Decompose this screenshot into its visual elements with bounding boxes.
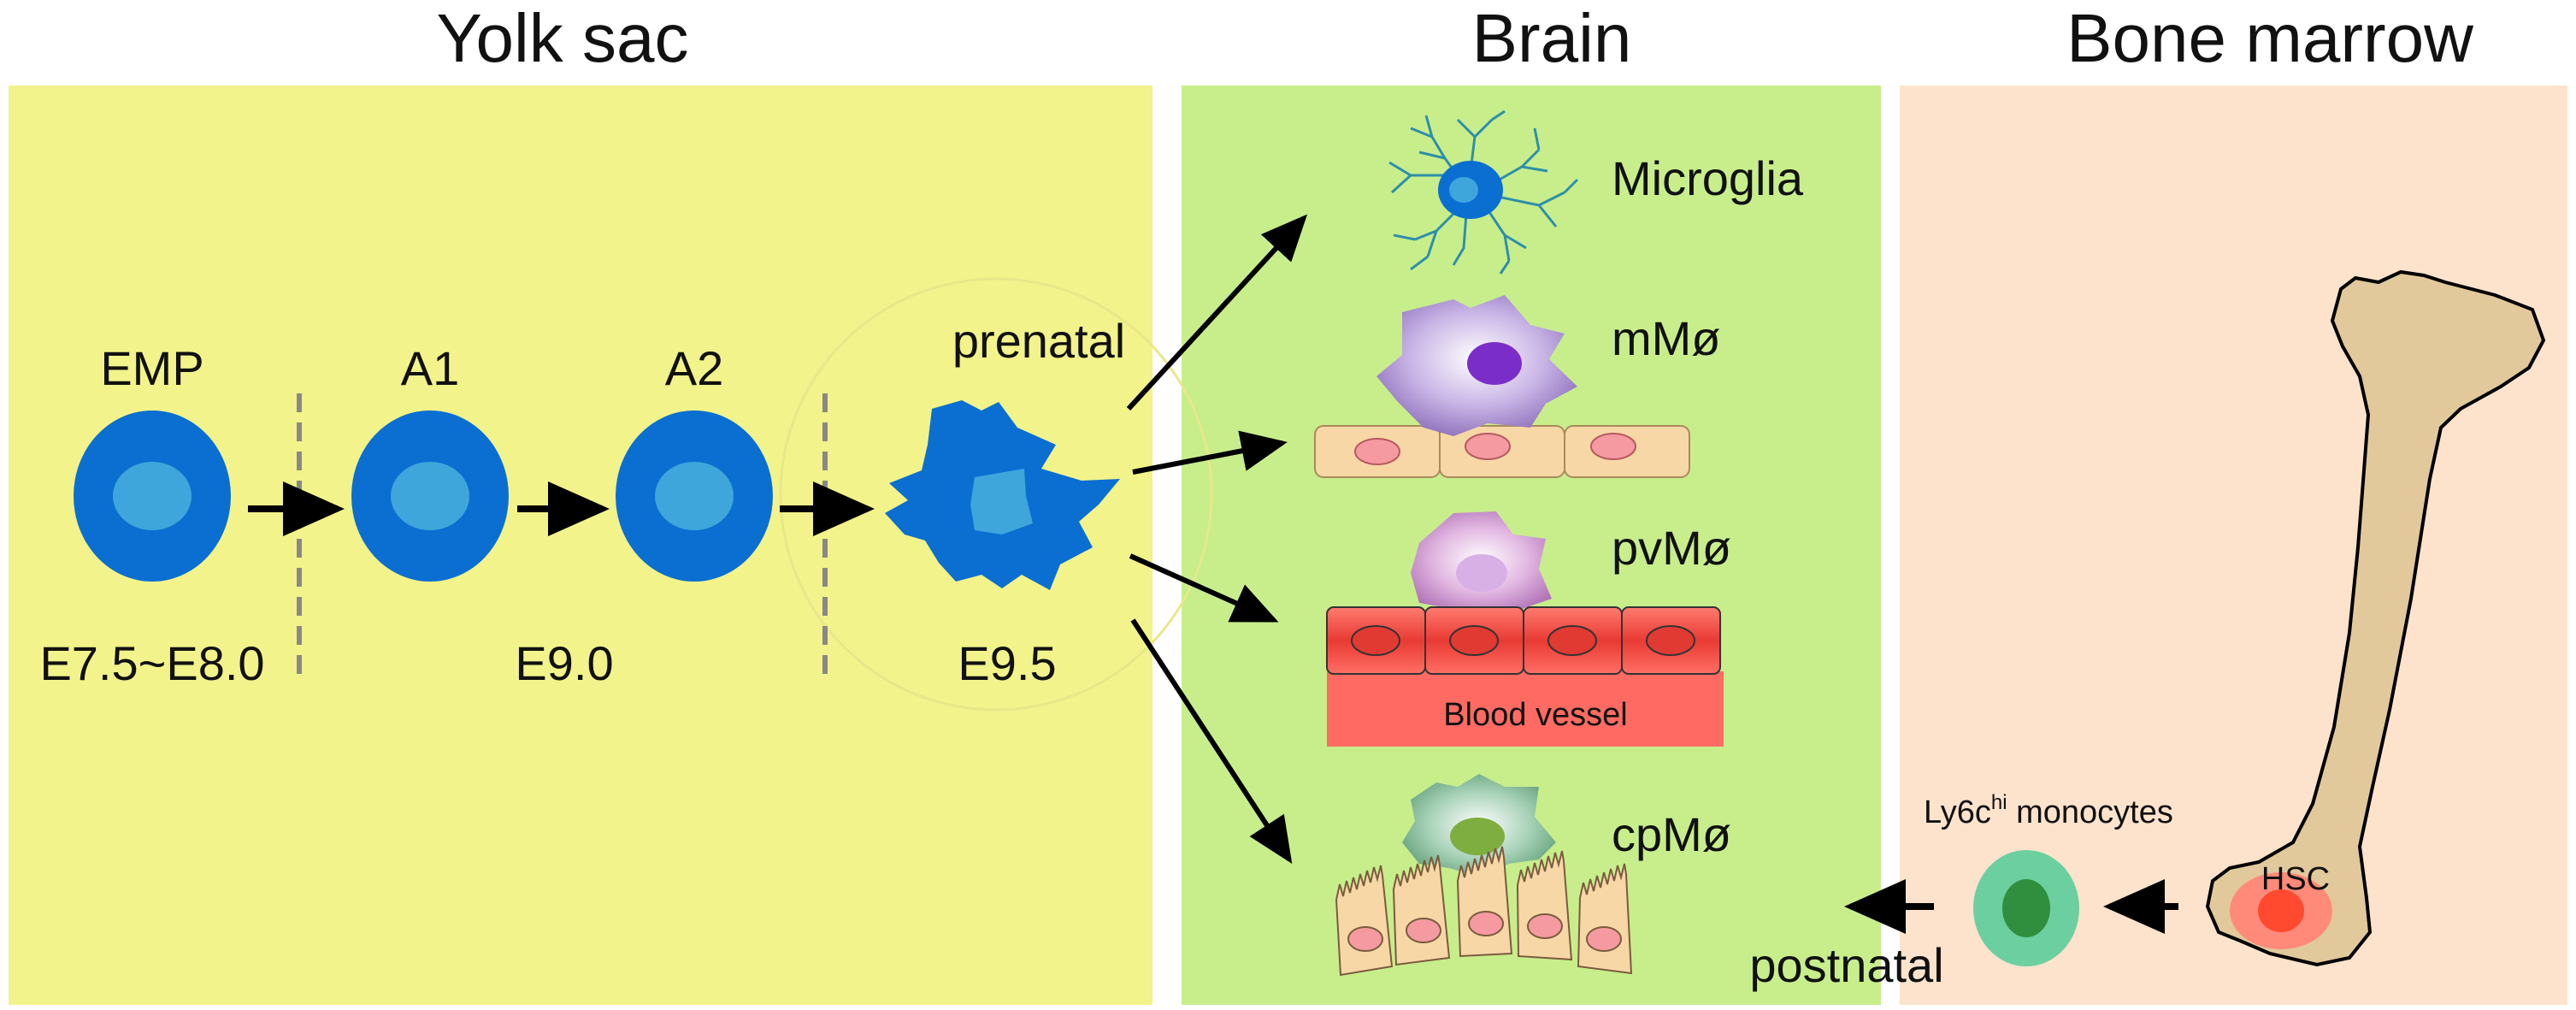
monocyte-label-sup: hi [1991, 791, 2007, 814]
monocyte-cell [1973, 850, 2079, 966]
choroid-plexus-macrophage-cell [1402, 774, 1556, 877]
bone [2205, 269, 2546, 967]
macrophage-cell [885, 400, 1120, 590]
blood-vessel-label: Blood vessel [1443, 697, 1627, 733]
bone-marrow-title: Bone marrow [2066, 0, 2473, 76]
meningeal-macrophage-cell [1376, 295, 1577, 436]
a2-cell [616, 410, 773, 582]
yolk-sac-title: Yolk sac [437, 0, 689, 76]
monocyte-label-main: Ly6c [1924, 794, 1991, 830]
time-label-a1a2: E9.0 [515, 636, 613, 690]
a2-label: A2 [665, 341, 724, 395]
brain-title: Brain [1472, 0, 1632, 76]
bone-marrow-panel [1900, 86, 2567, 1005]
arrow-to-cpmo [1130, 618, 1293, 865]
emp-label: EMP [100, 341, 203, 395]
microglia-body [1438, 161, 1503, 219]
postnatal-label: postnatal [1749, 938, 1943, 992]
emp-cell [74, 410, 231, 582]
perivascular-macrophage-cell [1411, 511, 1552, 609]
microglia-cell [1388, 109, 1579, 275]
hsc-label: HSC [2261, 861, 2330, 897]
endothelial-row [1314, 425, 1690, 478]
arrow-to-mmo [1132, 430, 1288, 475]
a1-cell [351, 410, 509, 582]
hsc-cell [2230, 872, 2332, 949]
monocyte-label-rest: monocytes [2007, 794, 2173, 830]
arrow-to-microglia [1126, 214, 1308, 411]
blood-vessel [1326, 606, 1724, 747]
monocyte-label: Ly6chi monocytes [1924, 791, 2173, 830]
arrow-to-pvmo [1129, 553, 1279, 623]
choroid-plexus-epithelium [1335, 846, 1633, 977]
microglia-label: Microglia [1612, 151, 1804, 205]
macrophage-halo [779, 277, 1213, 712]
time-label-macrophage: E9.5 [958, 636, 1056, 690]
time-label-emp: E7.5~E8.0 [39, 636, 264, 690]
mmo-label: mMø [1612, 311, 1721, 365]
cpmo-label: cpMø [1612, 807, 1731, 861]
a1-label: A1 [401, 341, 460, 395]
pvmo-label: pvMø [1612, 521, 1731, 575]
prenatal-label: prenatal [952, 314, 1125, 368]
